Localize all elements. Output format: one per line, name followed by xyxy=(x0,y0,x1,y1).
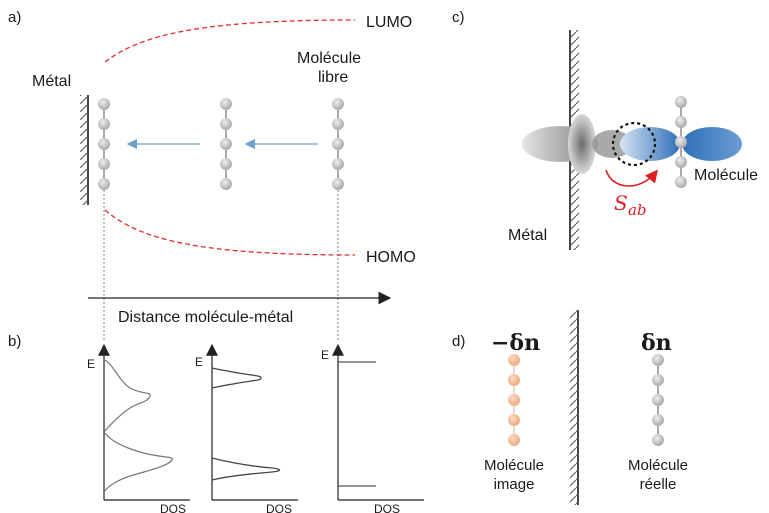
free-molecule-label-line2: libre xyxy=(318,69,348,86)
image-molecule-label-line1: Molécule xyxy=(484,457,544,474)
real-charge-label: δn xyxy=(641,330,672,356)
molecule-chain-near-metal xyxy=(98,98,110,190)
panel-b-tag: b) xyxy=(8,333,21,350)
homo-label: HOMO xyxy=(366,249,416,266)
distance-axis-label: Distance molécule-métal xyxy=(118,309,293,326)
overlap-arrow xyxy=(605,169,659,187)
metal-surface-a xyxy=(80,95,89,205)
molecule-chain-free xyxy=(332,98,344,190)
dos-plot-intermediate xyxy=(206,343,298,501)
dos3-energy-label: E xyxy=(321,348,329,362)
lumo-curve xyxy=(104,19,356,63)
panel-d-tag: d) xyxy=(452,333,465,350)
image-molecule-label-line2: image xyxy=(494,476,535,493)
overlap-region-circle xyxy=(611,121,657,167)
molecule-label-c: Molécule xyxy=(694,167,758,184)
homo-curve xyxy=(104,209,356,256)
image-charge-label: −δn xyxy=(491,330,540,356)
molecule-chain-c xyxy=(675,96,687,188)
dos1-axis-label: DOS xyxy=(160,502,186,513)
dos2-axis-label: DOS xyxy=(266,502,292,513)
lumo-label: LUMO xyxy=(366,14,412,31)
molecule-chain-middle xyxy=(220,98,232,190)
metal-label-a: Métal xyxy=(32,73,71,90)
dos-plot-free-molecule xyxy=(332,343,424,501)
image-molecule-chain xyxy=(508,354,520,446)
dos1-energy-label: E xyxy=(87,357,95,371)
real-molecule-label-line2: réelle xyxy=(640,476,677,493)
real-molecule-label-line1: Molécule xyxy=(628,457,688,474)
panel-c-tag: c) xyxy=(452,9,465,26)
overlap-subscript: ab xyxy=(628,201,647,219)
real-molecule-chain xyxy=(652,354,664,446)
molecule-orbital xyxy=(620,127,742,161)
dos-plot-metal-contact xyxy=(98,343,190,501)
dos3-axis-label: DOS xyxy=(374,502,400,513)
dos2-energy-label: E xyxy=(195,355,203,369)
metal-label-c: Métal xyxy=(508,227,547,244)
panel-a-tag: a) xyxy=(8,9,21,26)
metal-surface-d xyxy=(570,310,579,505)
metal-orbital xyxy=(522,114,632,174)
free-molecule-label-line1: Molécule xyxy=(297,50,361,67)
overlap-symbol: S xyxy=(614,191,628,215)
